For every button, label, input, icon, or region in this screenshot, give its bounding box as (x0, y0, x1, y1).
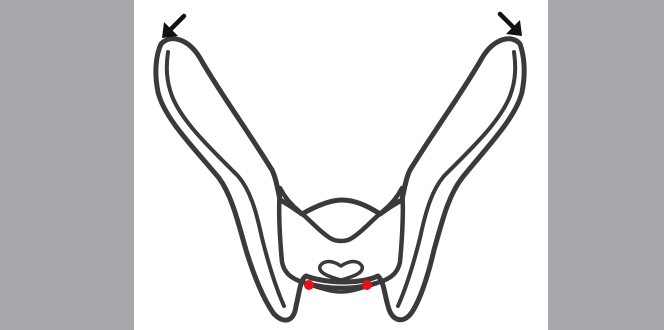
left-hip-bone-outline (156, 39, 524, 320)
coccyx-outline (320, 262, 363, 281)
right-wing-inner-contour (398, 52, 515, 306)
arrow-top-left-icon (162, 16, 184, 38)
right-red-dot (362, 280, 372, 290)
pelvis-svg (134, 0, 548, 330)
arrow-top-right-icon (500, 14, 522, 36)
left-gray-panel (0, 0, 134, 330)
left-red-dot (304, 280, 314, 290)
pelvis-diagram (134, 0, 548, 330)
left-wing-inner-contour (167, 52, 284, 306)
right-gray-panel (548, 0, 664, 330)
sacrum-outline (279, 188, 403, 288)
